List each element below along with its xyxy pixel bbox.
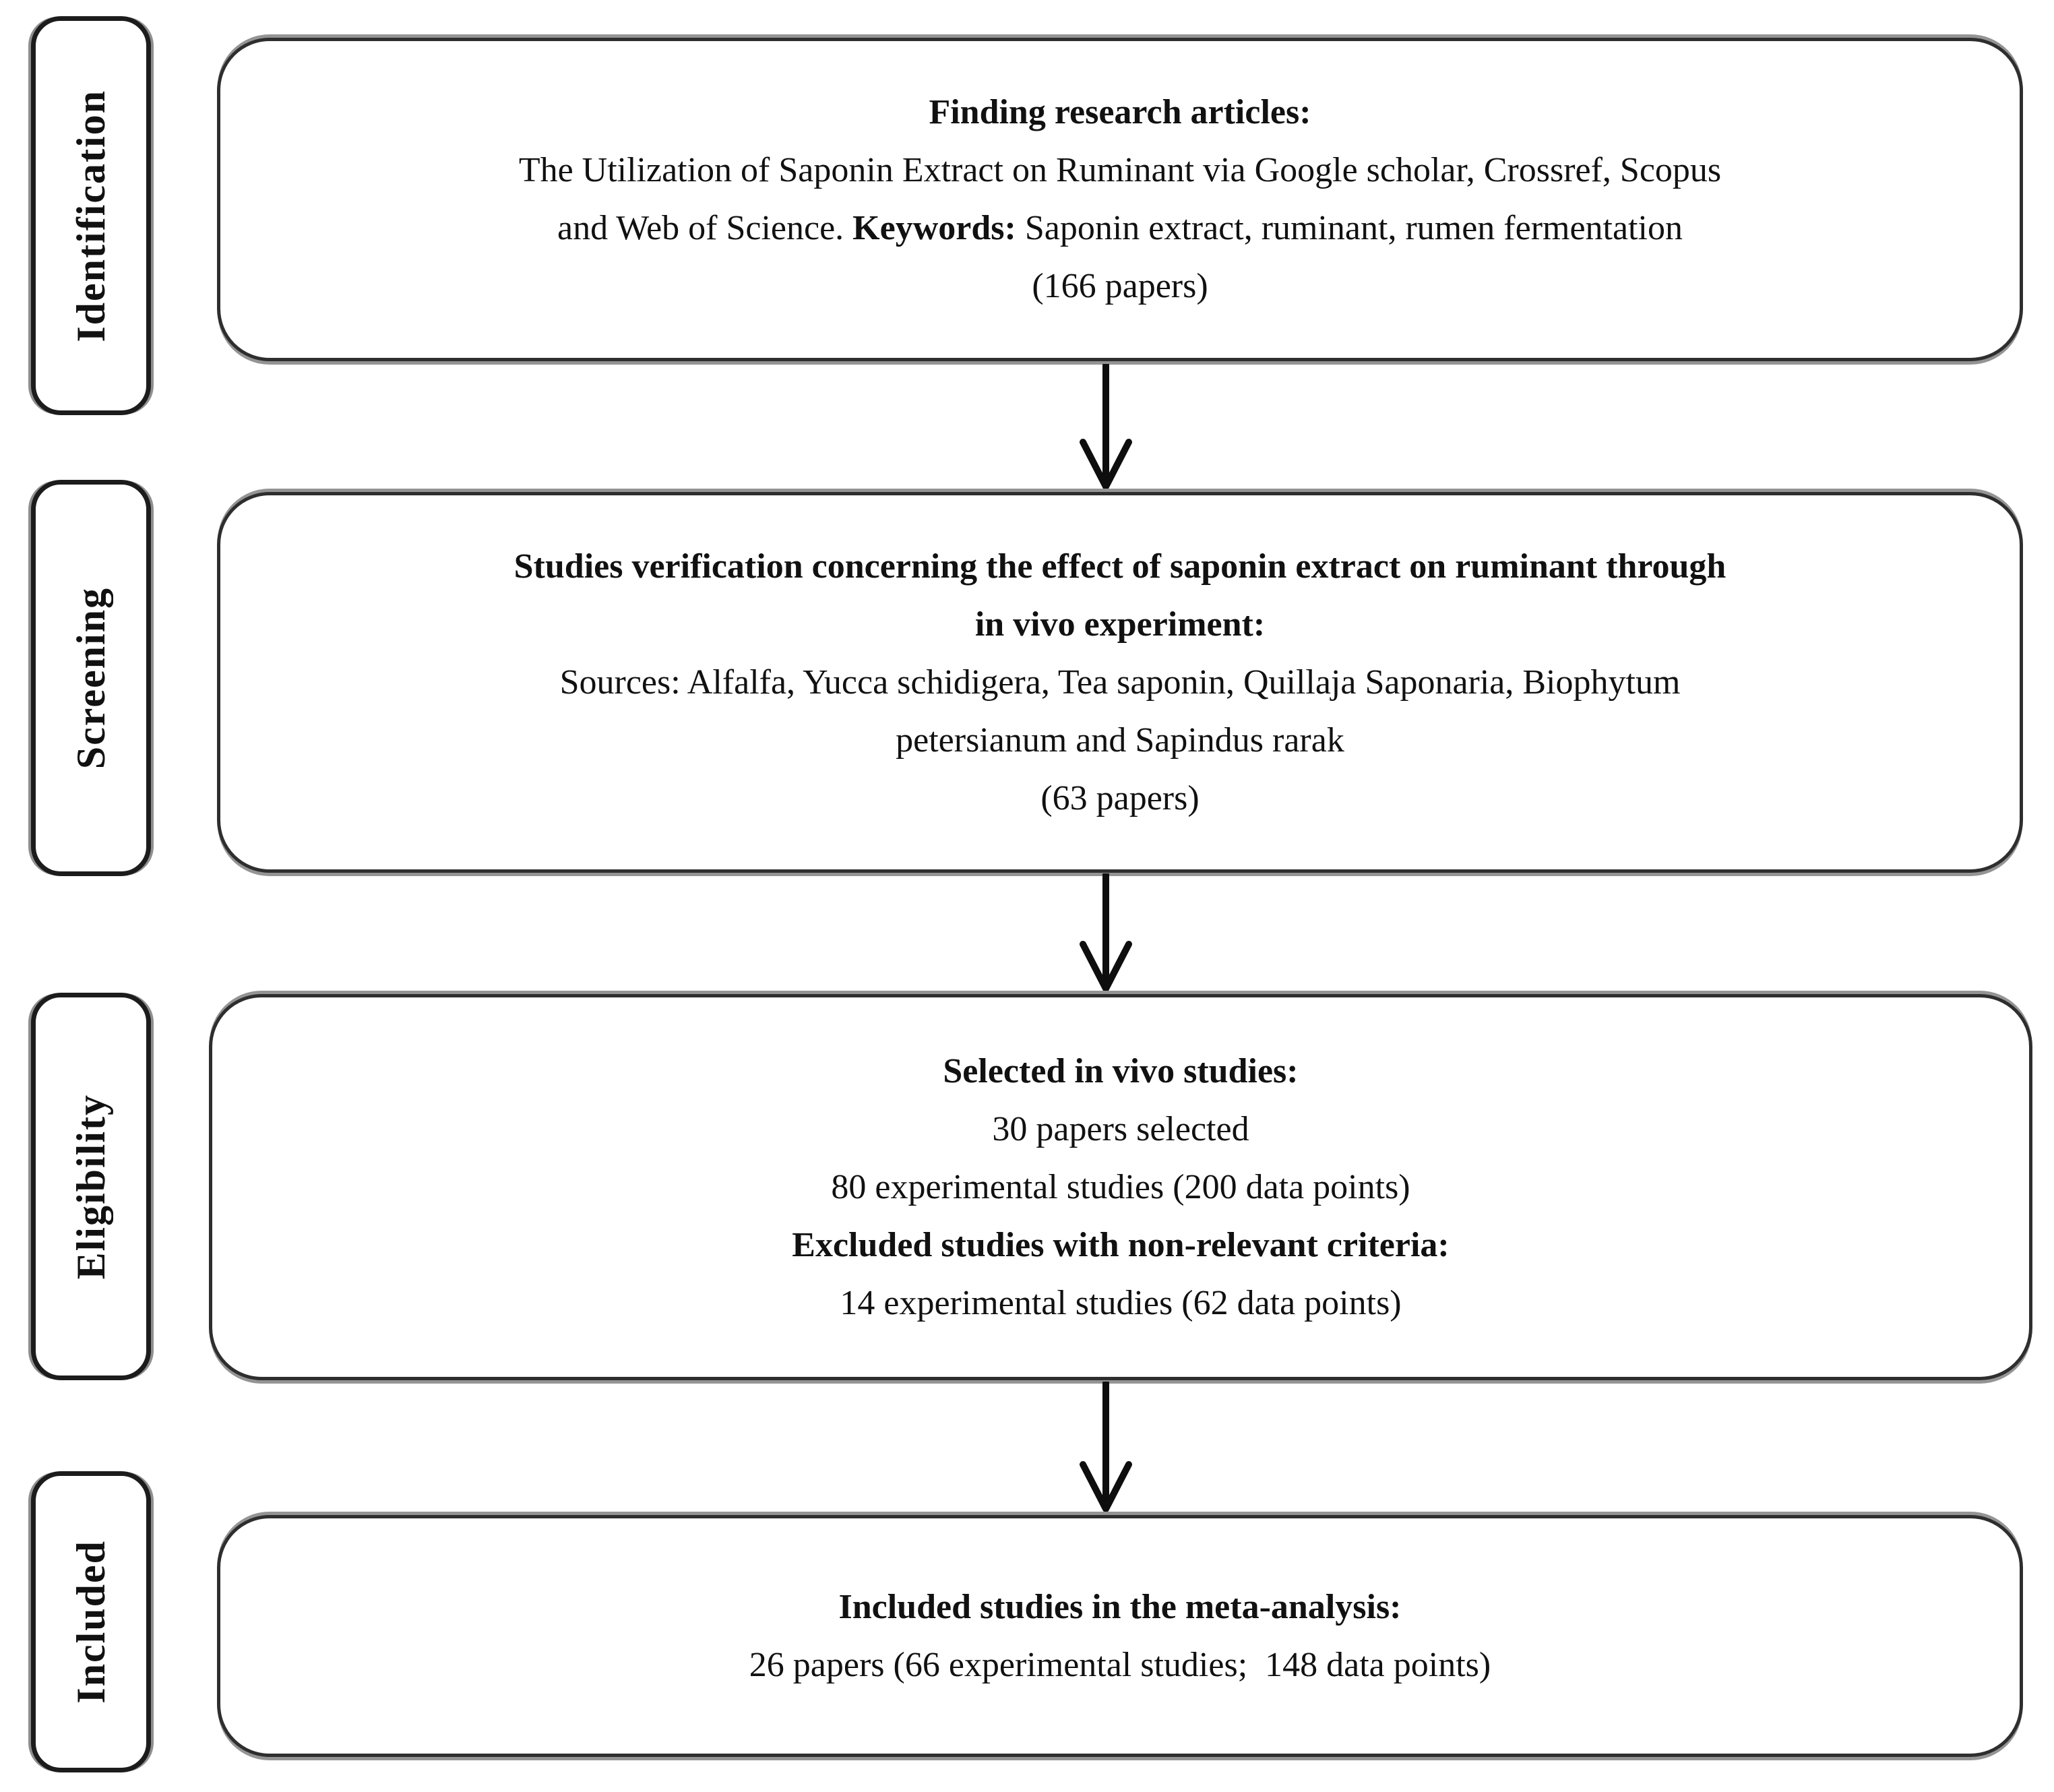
body-text: and Web of Science. — [557, 209, 853, 247]
box-title: Selected in vivo studies: — [943, 1051, 1299, 1090]
box-body-line: 26 papers (66 experimental studies; 148 … — [749, 1645, 1491, 1684]
stage-tab-label: Identification — [68, 89, 113, 342]
down-arrow-icon — [1080, 873, 1132, 992]
box-body-line: 80 experimental studies (200 data points… — [831, 1167, 1410, 1206]
paper-count: (63 papers) — [1040, 778, 1200, 817]
keywords-label: Keywords: — [852, 209, 1016, 247]
box-body-line: 14 experimental studies (62 data points) — [840, 1283, 1402, 1322]
stage-tab-included: Included — [31, 1471, 151, 1772]
box-body-line: and Web of Science. Keywords: Saponin ex… — [557, 199, 1683, 257]
box-title: Included studies in the meta-analysis: — [838, 1587, 1402, 1626]
box-title: in vivo experiment: — [974, 605, 1266, 644]
box-title: Finding research articles: — [929, 93, 1311, 131]
paper-count: (166 papers) — [1032, 267, 1208, 305]
finding-research-articles-box: Finding research articles: The Utilizati… — [217, 38, 2023, 361]
down-arrow-icon — [1080, 364, 1132, 490]
box-body-line: The Utilization of Saponin Extract on Ru… — [518, 151, 1722, 189]
excluded-studies-title: Excluded studies with non-relevant crite… — [792, 1225, 1450, 1264]
stage-tab-identification: Identification — [31, 16, 151, 415]
included-studies-box: Included studies in the meta-analysis: 2… — [217, 1515, 2023, 1757]
box-body-line: 30 papers selected — [992, 1109, 1249, 1148]
box-title: Studies verification concerning the effe… — [514, 547, 1726, 586]
stage-tab-label: Included — [68, 1540, 113, 1704]
stage-tab-screening: Screening — [31, 480, 151, 876]
stage-tab-label: Eligibility — [68, 1093, 113, 1280]
stage-tab-label: Screening — [68, 586, 113, 770]
body-text: Saponin extract, ruminant, rumen ferment… — [1016, 209, 1683, 247]
box-body-line: petersianum and Sapindus rarak — [896, 720, 1344, 760]
down-arrow-icon — [1080, 1382, 1132, 1512]
box-body-line: Sources: Alfalfa, Yucca schidigera, Tea … — [559, 662, 1681, 702]
selected-studies-box: Selected in vivo studies: 30 papers sele… — [209, 994, 2032, 1380]
studies-verification-box: Studies verification concerning the effe… — [217, 492, 2023, 873]
stage-tab-eligibility: Eligibility — [31, 993, 151, 1380]
